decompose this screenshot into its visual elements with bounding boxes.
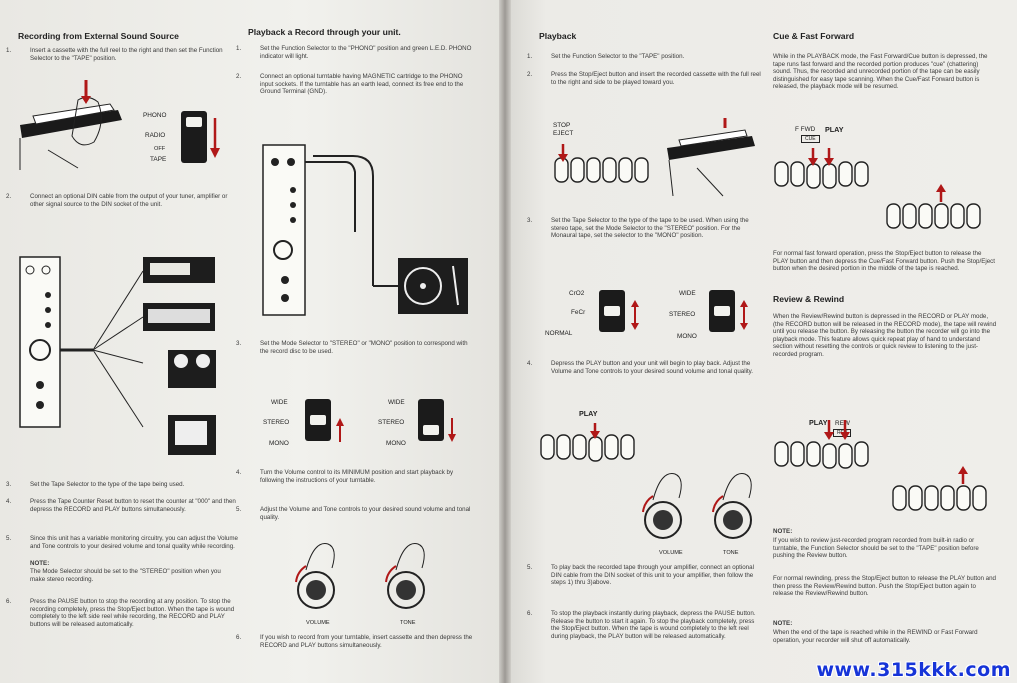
label-stop-eject: STOP EJECT bbox=[553, 122, 574, 137]
watermark: www.315kkk.com bbox=[816, 659, 1011, 681]
fast-forward-paragraph: For normal fast forward operation, press… bbox=[773, 250, 995, 273]
note-heading: NOTE: bbox=[773, 620, 793, 627]
cassette-insert-illustration bbox=[667, 118, 755, 197]
step-3: 3.Set the Tape Selector to the type of t… bbox=[527, 217, 749, 240]
label-stereo: STEREO bbox=[263, 419, 290, 426]
label-cue: CUE bbox=[801, 135, 820, 143]
label-cro2: CrO2 bbox=[569, 290, 585, 297]
label-rew: REW bbox=[835, 420, 850, 427]
step-4: 4.Press the Tape Counter Reset button to… bbox=[6, 498, 236, 513]
tape-selector-switch bbox=[599, 290, 625, 332]
review-button-rows bbox=[774, 420, 987, 511]
label-stereo: STEREO bbox=[378, 419, 405, 426]
cue-button-rows bbox=[774, 148, 981, 229]
label-mono: MONO bbox=[386, 440, 406, 447]
step-6: 6.If you wish to record from your turnta… bbox=[236, 634, 473, 649]
step-1: 1.Set the Function Selector to the "TAPE… bbox=[527, 53, 685, 60]
step-2: 2.Press the Stop/Eject button and insert… bbox=[527, 71, 761, 86]
book-spine bbox=[499, 0, 511, 683]
step-6: 6.To stop the playback instantly during … bbox=[527, 610, 756, 640]
mode-selector-switch bbox=[709, 290, 735, 332]
note-heading: NOTE: bbox=[773, 528, 793, 535]
mode-switch-mono bbox=[418, 399, 444, 441]
step-5: 5.To play back the recorded tape through… bbox=[527, 564, 754, 587]
note-text: The Mode Selector should be set to the "… bbox=[30, 568, 221, 583]
step-1: 1.Insert a cassette with the full reel t… bbox=[6, 47, 223, 62]
step-3: 3.Set the Tape Selector to the type of t… bbox=[6, 481, 185, 488]
note-heading: NOTE: bbox=[30, 560, 50, 567]
right-page: Playback 1.Set the Function Selector to … bbox=[505, 0, 1017, 683]
din-connection-diagram bbox=[19, 256, 216, 455]
step-5: 5.Adjust the Volume and Tone controls to… bbox=[236, 506, 471, 521]
note-review: If you wish to review just-recorded prog… bbox=[773, 537, 979, 560]
note-auto-shutoff: When the end of the tape is reached whil… bbox=[773, 629, 978, 644]
arrow-down-icon bbox=[448, 418, 456, 442]
label-volume: VOLUME bbox=[659, 550, 683, 556]
label-tone: TONE bbox=[723, 550, 739, 556]
label-tone: TONE bbox=[400, 620, 416, 626]
label-wide: WIDE bbox=[271, 399, 288, 406]
step-4: 4.Turn the Volume control to its MINIMUM… bbox=[236, 469, 454, 484]
label-play: PLAY bbox=[809, 418, 828, 427]
function-selector-switch bbox=[181, 111, 207, 163]
turntable-connection-diagram bbox=[262, 144, 468, 316]
label-fecr: FeCr bbox=[571, 309, 586, 316]
column-playback-record: Playback a Record through your unit. 1.S… bbox=[236, 0, 472, 683]
column-playback: Playback 1.Set the Function Selector to … bbox=[527, 0, 761, 683]
column-recording: Recording from External Sound Source 1.I… bbox=[6, 0, 238, 683]
step-3: 3.Set the Mode Selector to "STEREO" or "… bbox=[236, 340, 468, 355]
heading-playback-record: Playback a Record through your unit. bbox=[248, 27, 401, 37]
label-radio: RADIO bbox=[145, 132, 166, 139]
column-cue-review: Cue & Fast Forward While in the PLAYBACK… bbox=[773, 0, 1001, 683]
label-off: OFF bbox=[154, 146, 166, 152]
label-wide: WIDE bbox=[388, 399, 405, 406]
left-page: Recording from External Sound Source 1.I… bbox=[0, 0, 505, 683]
arrow-up-icon bbox=[336, 418, 344, 442]
arrow-updown-icon bbox=[740, 300, 748, 330]
label-volume: VOLUME bbox=[306, 620, 330, 626]
review-paragraph: When the Review/Rewind button is depress… bbox=[773, 313, 997, 358]
arrow-down-icon bbox=[210, 118, 220, 158]
label-ffwd: F FWD bbox=[795, 126, 816, 133]
label-wide: WIDE bbox=[679, 290, 696, 297]
stop-eject-button-row bbox=[554, 144, 649, 183]
label-tape: TAPE bbox=[150, 156, 167, 163]
label-play: PLAY bbox=[579, 409, 598, 418]
step-5: 5.Since this unit has a variable monitor… bbox=[6, 535, 238, 550]
arrow-updown-icon bbox=[631, 300, 639, 330]
mode-switch-stereo bbox=[305, 399, 331, 441]
cassette-insert-illustration bbox=[19, 80, 122, 170]
heading-playback: Playback bbox=[539, 31, 577, 41]
heading-review-rewind: Review & Rewind bbox=[773, 294, 845, 304]
volume-tone-knobs-illustration bbox=[642, 473, 752, 539]
heading-cue-fast-forward: Cue & Fast Forward bbox=[773, 31, 855, 41]
label-mono: MONO bbox=[677, 333, 697, 340]
step-2: 2.Connect an optional turntable having M… bbox=[236, 73, 464, 96]
label-phono: PHONO bbox=[143, 112, 167, 119]
step-1: 1.Set the Function Selector to the "PHON… bbox=[236, 45, 472, 60]
rewind-paragraph: For normal rewinding, press the Stop/Eje… bbox=[773, 575, 996, 598]
label-play: PLAY bbox=[825, 125, 844, 134]
label-mono: MONO bbox=[269, 440, 289, 447]
step-4: 4.Depress the PLAY button and your unit … bbox=[527, 360, 754, 375]
heading-recording: Recording from External Sound Source bbox=[18, 31, 179, 41]
cue-paragraph: While in the PLAYBACK mode, the Fast For… bbox=[773, 53, 988, 91]
volume-tone-knobs-illustration bbox=[295, 543, 425, 609]
step-6: 6.Press the PAUSE button to stop the rec… bbox=[6, 598, 235, 628]
label-normal: NORMAL bbox=[545, 330, 573, 337]
step-2: 2.Connect an optional DIN cable from the… bbox=[6, 193, 228, 208]
label-stereo: STEREO bbox=[669, 311, 696, 318]
play-button-row bbox=[540, 423, 635, 462]
